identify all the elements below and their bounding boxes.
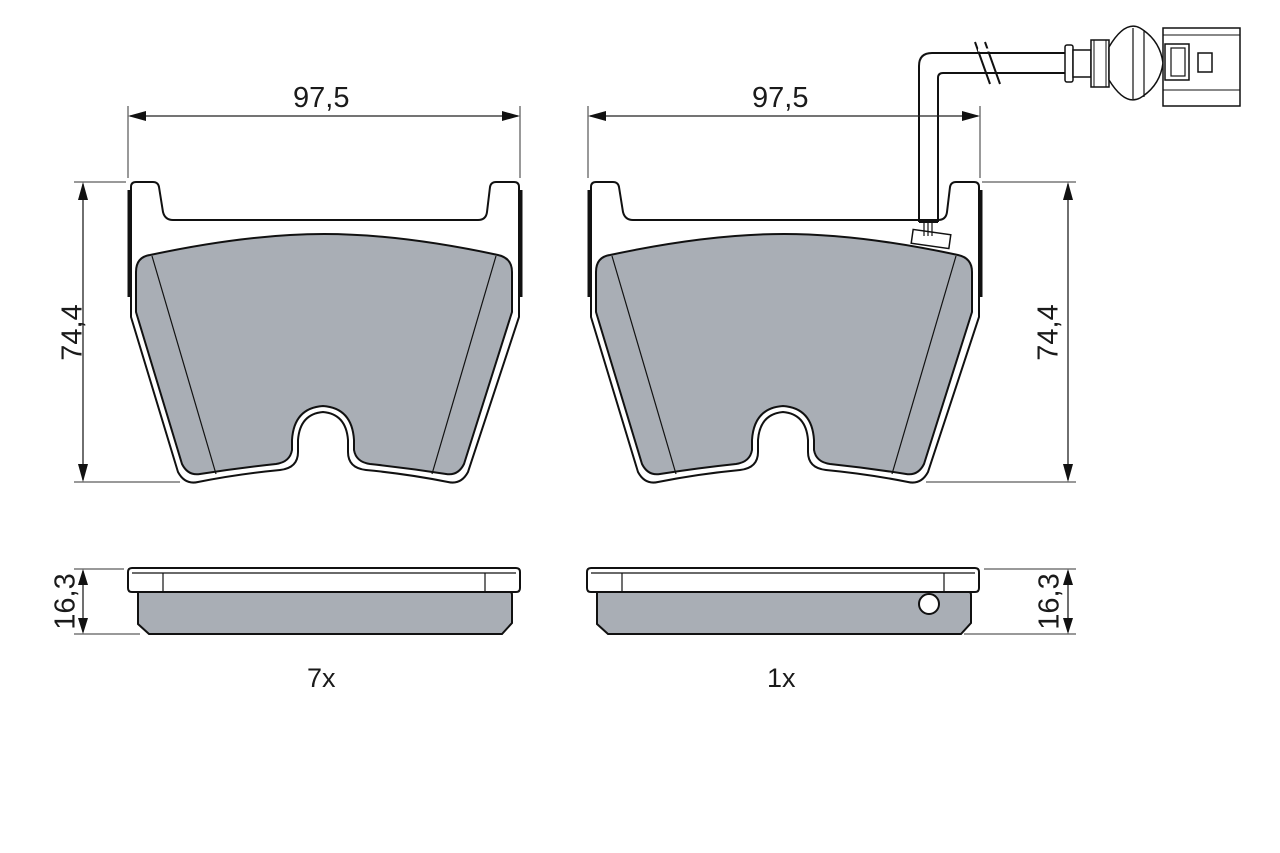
right-quantity-label: 1x — [767, 663, 796, 693]
right-width-label: 97,5 — [752, 82, 809, 114]
right-thickness-label: 16,3 — [1033, 573, 1066, 630]
right-thickness-dimension — [964, 568, 1076, 635]
wear-sensor — [910, 25, 1241, 250]
left-height-label: 74,4 — [56, 304, 89, 361]
right-pad-front-view — [587, 180, 983, 485]
right-height-label: 74,4 — [1032, 304, 1065, 361]
left-thickness-label: 16,3 — [49, 573, 82, 630]
left-height-dimension — [74, 181, 180, 483]
right-height-dimension — [926, 181, 1076, 483]
left-pad-front-view — [127, 180, 523, 485]
left-quantity-label: 7x — [307, 663, 336, 693]
left-width-dimension — [127, 106, 521, 178]
left-width-label: 97,5 — [293, 82, 350, 114]
right-width-dimension — [587, 106, 981, 178]
left-thickness-dimension — [74, 568, 140, 635]
sensor-hole — [918, 593, 940, 615]
left-pad-side-view — [127, 567, 521, 635]
